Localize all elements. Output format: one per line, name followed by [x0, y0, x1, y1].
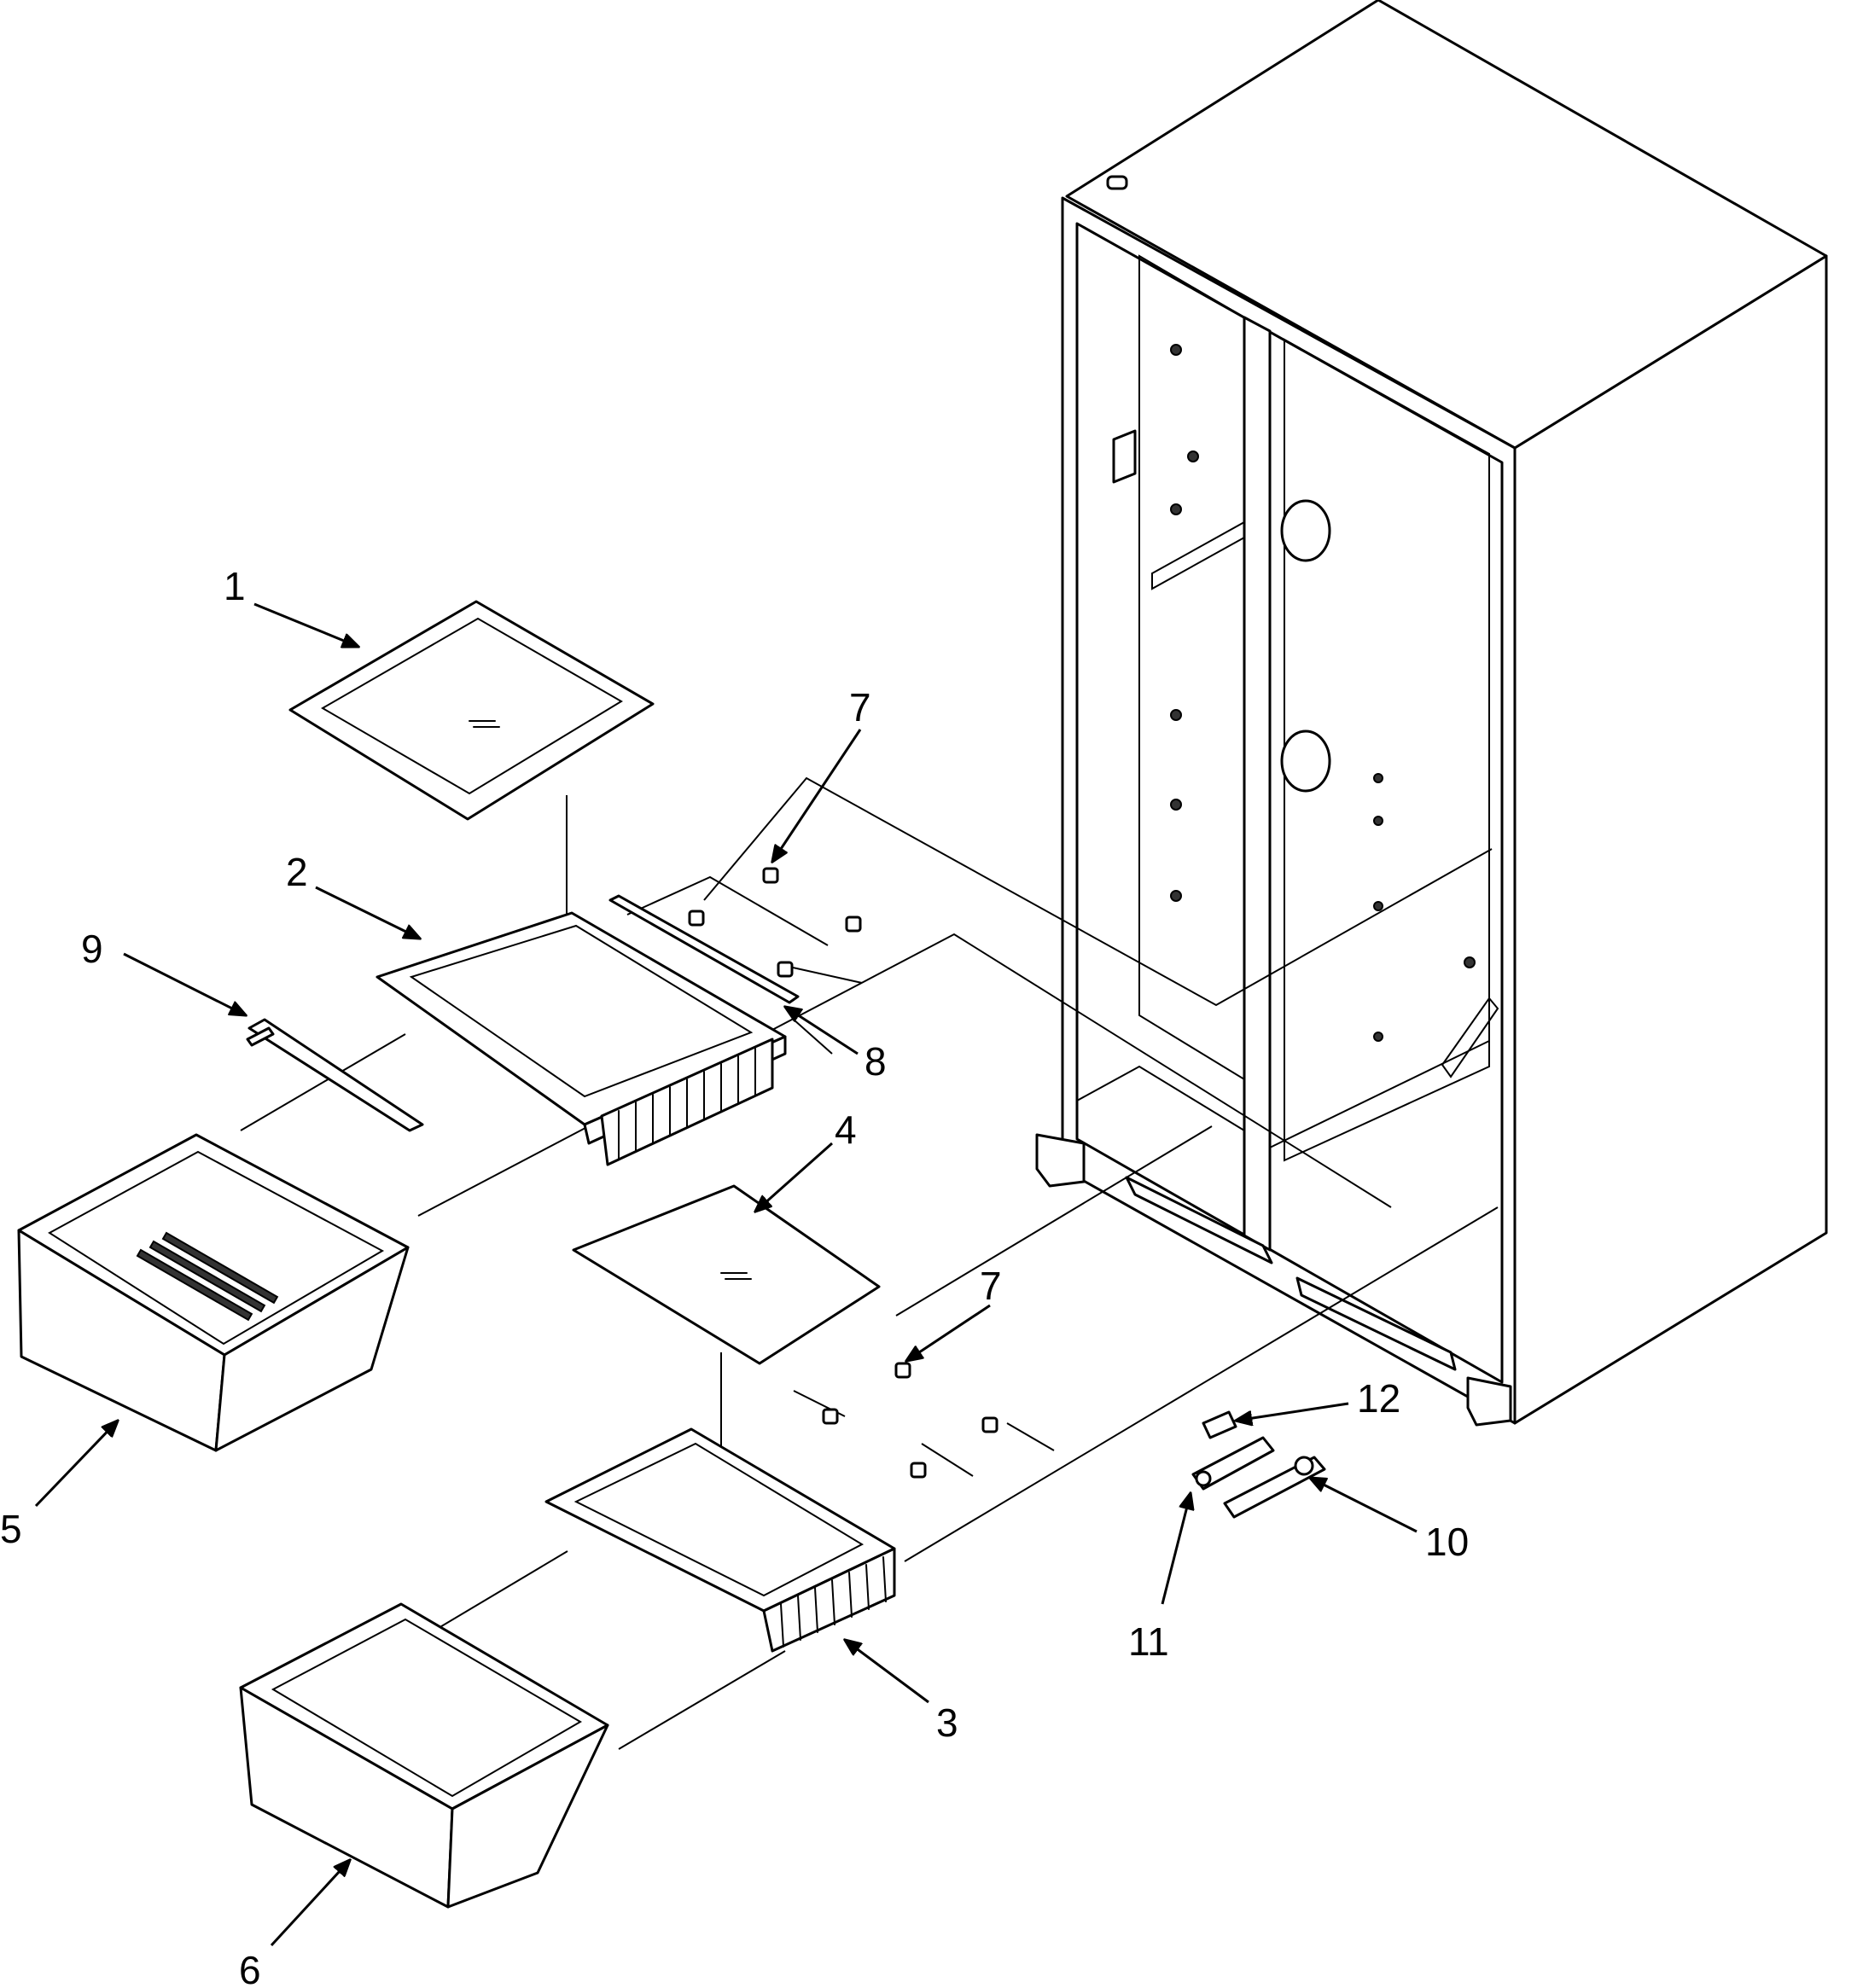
assembly-guide-lines — [240, 776, 1499, 1750]
cover-support-c — [845, 916, 862, 933]
lower-shelf-glass — [572, 1184, 881, 1365]
callout-7-lower-label: 7 — [980, 1264, 1002, 1308]
cover-support-d — [777, 961, 794, 978]
upper-crisper-pan — [17, 1133, 410, 1452]
callout-12-label: 12 — [1357, 1376, 1400, 1421]
callout-9: 9 — [81, 927, 246, 1015]
lower-crisper-cover-frame — [544, 1427, 896, 1653]
cover-support-g — [981, 1416, 998, 1433]
callout-10: 10 — [1310, 1478, 1469, 1564]
cover-support-a — [762, 867, 779, 884]
callout-7-upper-label: 7 — [849, 685, 871, 730]
cover-support-f — [822, 1408, 839, 1425]
upper-shelf-glass — [288, 600, 655, 821]
callout-6: 6 — [239, 1860, 350, 1988]
callouts: 1 2 3 4 5 6 7 7 — [0, 564, 1469, 1988]
cover-support-bracket — [608, 894, 800, 1004]
hinge-hardware — [1191, 1410, 1326, 1519]
callout-10-label: 10 — [1425, 1520, 1469, 1564]
callout-1-label: 1 — [224, 564, 246, 608]
cover-supports — [608, 867, 998, 1479]
callout-5-label: 5 — [0, 1507, 22, 1551]
callout-6-label: 6 — [239, 1948, 261, 1988]
callout-7-lower: 7 — [906, 1264, 1002, 1361]
callout-12: 12 — [1236, 1376, 1400, 1421]
cover-support-e — [894, 1362, 911, 1379]
callout-1: 1 — [224, 564, 358, 647]
callout-8-label: 8 — [865, 1039, 887, 1084]
callout-8: 8 — [785, 1007, 887, 1084]
callout-3-label: 3 — [936, 1700, 958, 1745]
callout-2-label: 2 — [286, 850, 308, 894]
callout-4-label: 4 — [835, 1107, 857, 1152]
refrigerator-cabinet — [1035, 0, 1828, 1427]
callout-11-label: 11 — [1128, 1619, 1169, 1664]
callout-9-label: 9 — [81, 927, 103, 971]
callout-11: 11 — [1128, 1493, 1191, 1664]
callout-2: 2 — [286, 850, 420, 939]
callout-7-upper: 7 — [772, 685, 871, 862]
callout-5: 5 — [0, 1421, 118, 1551]
upper-crisper-cover-frame — [376, 911, 787, 1166]
callout-4: 4 — [755, 1107, 857, 1212]
shim-plate — [1202, 1410, 1237, 1439]
callout-3: 3 — [845, 1640, 958, 1745]
cover-support-h — [910, 1462, 927, 1479]
cover-support-b — [688, 910, 705, 927]
divider-rail — [246, 1018, 424, 1132]
lower-crisper-pan — [239, 1602, 609, 1909]
